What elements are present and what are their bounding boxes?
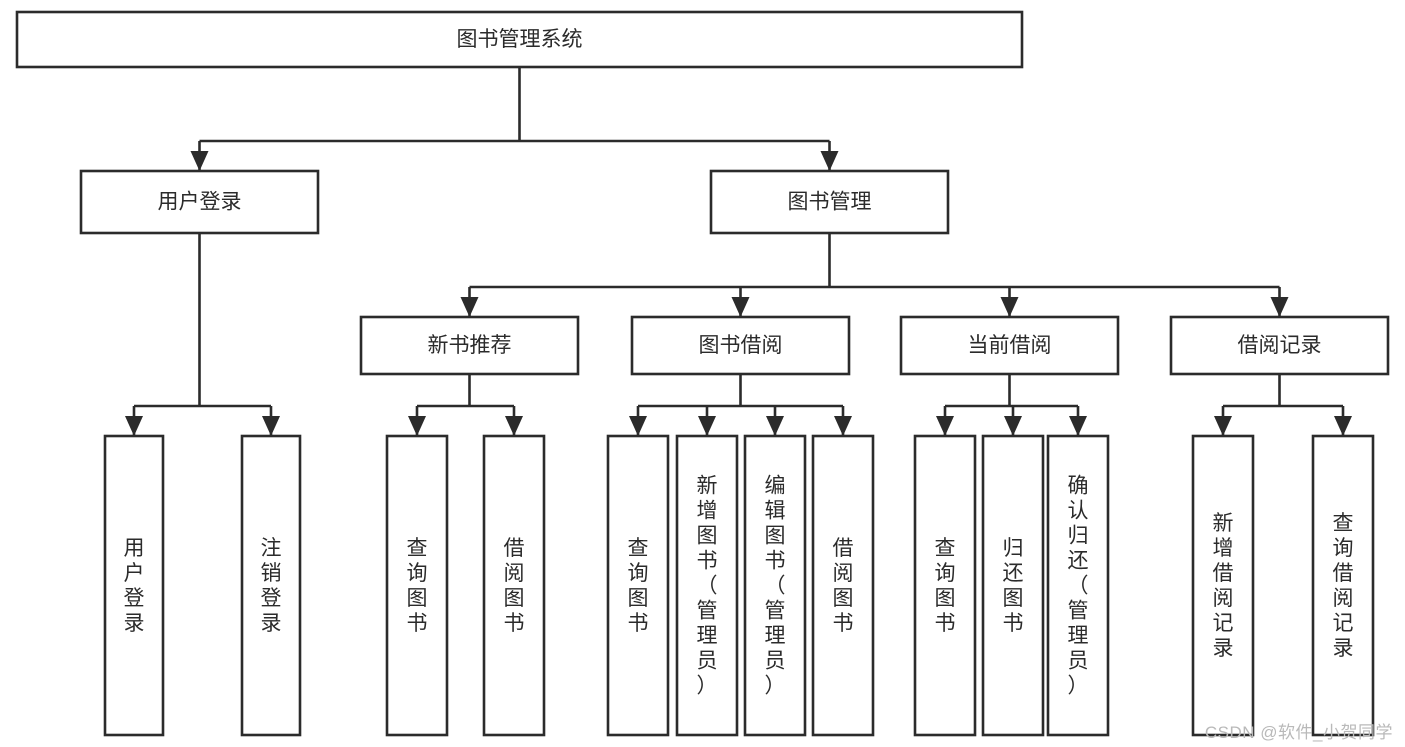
node-box-leaf-add-record bbox=[1191, 434, 1255, 737]
arrow-head-icon bbox=[505, 416, 523, 436]
node-label-current-borrow: 当前借阅 bbox=[968, 334, 1052, 357]
arrow-head-icon bbox=[262, 416, 280, 436]
node-label-leaf-edit-book: 编辑图书（管理员） bbox=[765, 475, 786, 698]
arrow-head-icon bbox=[1004, 416, 1022, 436]
arrow-head-icon bbox=[1334, 416, 1352, 436]
node-leaf-edit-book[interactable]: 编辑图书（管理员） bbox=[743, 434, 807, 737]
node-label-user-login: 用户登录 bbox=[158, 191, 242, 214]
node-user-login[interactable]: 用户登录 bbox=[79, 169, 320, 235]
node-label-book-borrow: 图书借阅 bbox=[699, 334, 783, 357]
connector-group-book-manage bbox=[460, 233, 1289, 317]
node-label-leaf-query-record: 查询借阅记录 bbox=[1333, 512, 1354, 660]
node-box-borrow-record bbox=[1169, 315, 1390, 376]
arrow-head-icon bbox=[1069, 416, 1087, 436]
node-label-leaf-confirm-return: 确认归还（管理员） bbox=[1068, 475, 1089, 698]
arrow-head-icon bbox=[936, 416, 954, 436]
node-box-new-book-rec bbox=[359, 315, 580, 376]
arrow-head-icon bbox=[698, 416, 716, 436]
node-label-root: 图书管理系统 bbox=[457, 28, 583, 51]
node-box-leaf-query-book-3 bbox=[913, 434, 977, 737]
node-leaf-borrow-book-1[interactable]: 借阅图书 bbox=[482, 434, 546, 737]
node-label-leaf-query-book-1: 查询图书 bbox=[407, 537, 428, 635]
node-box-leaf-query-book-1 bbox=[385, 434, 449, 737]
node-leaf-add-book[interactable]: 新增图书（管理员） bbox=[675, 434, 739, 737]
node-box-current-borrow bbox=[899, 315, 1120, 376]
connector-layer bbox=[125, 67, 1352, 436]
node-new-book-rec[interactable]: 新书推荐 bbox=[359, 315, 580, 376]
node-label-borrow-record: 借阅记录 bbox=[1238, 334, 1322, 357]
node-label-new-book-rec: 新书推荐 bbox=[428, 334, 512, 357]
node-leaf-query-book-1[interactable]: 查询图书 bbox=[385, 434, 449, 737]
node-label-leaf-query-book-3: 查询图书 bbox=[935, 537, 956, 635]
node-leaf-query-record[interactable]: 查询借阅记录 bbox=[1311, 434, 1375, 737]
node-root[interactable]: 图书管理系统 bbox=[15, 10, 1024, 69]
node-label-leaf-user-login: 用户登录 bbox=[124, 537, 145, 635]
node-leaf-add-record[interactable]: 新增借阅记录 bbox=[1191, 434, 1255, 737]
node-label-leaf-return-book: 归还图书 bbox=[1003, 537, 1024, 635]
node-box-leaf-user-login bbox=[103, 434, 165, 737]
node-leaf-query-book-2[interactable]: 查询图书 bbox=[606, 434, 670, 737]
node-label-leaf-logout: 注销登录 bbox=[261, 537, 282, 635]
connector-group-borrow-record bbox=[1214, 374, 1352, 436]
node-borrow-record[interactable]: 借阅记录 bbox=[1169, 315, 1390, 376]
node-box-leaf-edit-book bbox=[743, 434, 807, 737]
node-leaf-logout[interactable]: 注销登录 bbox=[240, 434, 302, 737]
connector-group-current-borrow bbox=[936, 374, 1087, 436]
arrow-head-icon bbox=[408, 416, 426, 436]
node-book-borrow[interactable]: 图书借阅 bbox=[630, 315, 851, 376]
arrow-head-icon bbox=[766, 416, 784, 436]
node-box-leaf-query-book-2 bbox=[606, 434, 670, 737]
node-box-leaf-logout bbox=[240, 434, 302, 737]
arrow-head-icon bbox=[1270, 297, 1289, 317]
node-label-book-manage: 图书管理 bbox=[788, 191, 872, 214]
arrow-head-icon bbox=[190, 151, 209, 171]
node-box-leaf-add-book bbox=[675, 434, 739, 737]
node-box-leaf-confirm-return bbox=[1046, 434, 1110, 737]
node-box-root bbox=[15, 10, 1024, 69]
connector-group-user-login bbox=[125, 233, 280, 436]
connector-group-root bbox=[190, 67, 839, 171]
node-box-book-borrow bbox=[630, 315, 851, 376]
arrow-head-icon bbox=[1000, 297, 1019, 317]
node-box-leaf-borrow-book-2 bbox=[811, 434, 875, 737]
node-box-user-login bbox=[79, 169, 320, 235]
node-label-leaf-borrow-book-2: 借阅图书 bbox=[833, 537, 854, 635]
connector-group-new-book-rec bbox=[408, 374, 523, 436]
arrow-head-icon bbox=[1214, 416, 1232, 436]
node-box-leaf-return-book bbox=[981, 434, 1045, 737]
arrow-head-icon bbox=[731, 297, 750, 317]
node-current-borrow[interactable]: 当前借阅 bbox=[899, 315, 1120, 376]
arrow-head-icon bbox=[460, 297, 479, 317]
node-leaf-borrow-book-2[interactable]: 借阅图书 bbox=[811, 434, 875, 737]
node-book-manage[interactable]: 图书管理 bbox=[709, 169, 950, 235]
node-leaf-confirm-return[interactable]: 确认归还（管理员） bbox=[1046, 434, 1110, 737]
node-label-leaf-query-book-2: 查询图书 bbox=[628, 537, 649, 635]
node-label-leaf-add-book: 新增图书（管理员） bbox=[697, 475, 718, 698]
node-box-leaf-query-record bbox=[1311, 434, 1375, 737]
arrow-head-icon bbox=[629, 416, 647, 436]
arrow-head-icon bbox=[820, 151, 839, 171]
node-leaf-query-book-3[interactable]: 查询图书 bbox=[913, 434, 977, 737]
node-box-book-manage bbox=[709, 169, 950, 235]
node-label-leaf-borrow-book-1: 借阅图书 bbox=[504, 537, 525, 635]
node-label-leaf-add-record: 新增借阅记录 bbox=[1213, 512, 1234, 660]
node-box-leaf-borrow-book-1 bbox=[482, 434, 546, 737]
node-leaf-user-login[interactable]: 用户登录 bbox=[103, 434, 165, 737]
node-layer: 图书管理系统用户登录图书管理新书推荐图书借阅当前借阅借阅记录用户登录注销登录查询… bbox=[15, 10, 1390, 737]
arrow-head-icon bbox=[834, 416, 852, 436]
watermark-text: CSDN @软件_小贺同学 bbox=[1204, 723, 1393, 742]
arrow-head-icon bbox=[125, 416, 143, 436]
connector-group-book-borrow bbox=[629, 374, 852, 436]
node-leaf-return-book[interactable]: 归还图书 bbox=[981, 434, 1045, 737]
